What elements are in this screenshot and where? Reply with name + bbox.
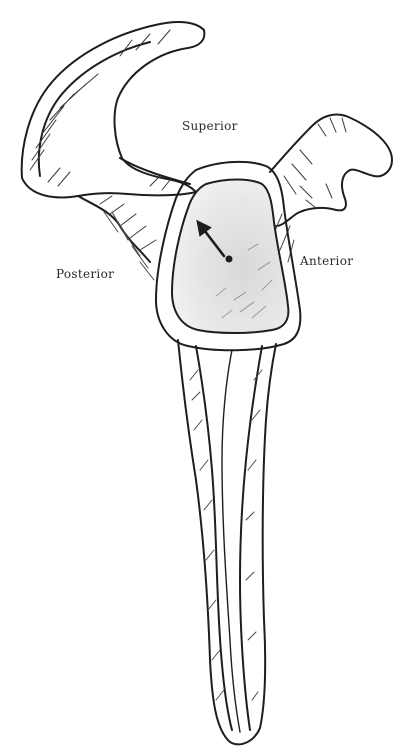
coracoid-hatching <box>284 118 346 208</box>
spine-hatching <box>100 176 170 250</box>
acromion-hatching <box>30 30 170 186</box>
center-point <box>226 256 233 263</box>
label-posterior: Posterior <box>56 267 114 281</box>
scapula-body-inner-left <box>196 346 232 730</box>
scapula-body-inner-right <box>240 346 262 730</box>
acromion-inner-edge <box>39 42 150 176</box>
scapula-body-outer <box>178 340 276 744</box>
acromion-outline <box>22 22 205 197</box>
coracoid-outline <box>270 114 392 226</box>
scapula-body-ridge <box>222 350 240 732</box>
label-superior: Superior <box>182 119 238 133</box>
label-anterior: Anterior <box>300 254 353 268</box>
